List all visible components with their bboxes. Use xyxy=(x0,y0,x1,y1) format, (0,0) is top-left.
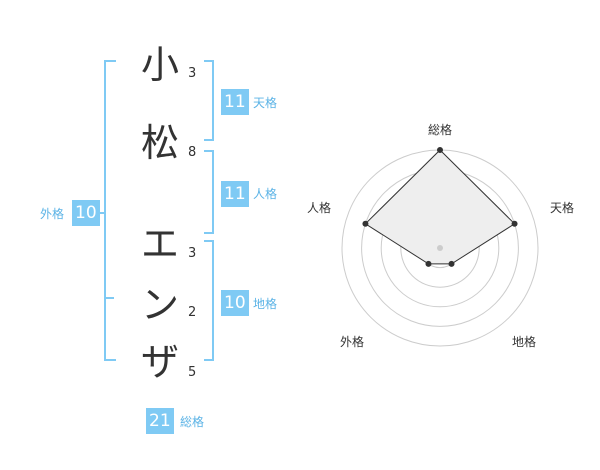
gaikaku-value: 10 xyxy=(72,200,100,226)
soukaku-value: 21 xyxy=(146,408,174,434)
radar-point xyxy=(437,147,443,153)
stroke-count-1: 3 xyxy=(188,66,197,81)
name-char-1: 小 xyxy=(140,43,179,87)
tenkaku-bracket xyxy=(204,60,214,141)
name-char-5: ザ xyxy=(140,340,179,384)
radar-chart: 総格 天格 地格 外格 人格 xyxy=(307,122,574,349)
gaikaku-label: 外格 xyxy=(40,207,65,221)
chikaku-value: 10 xyxy=(221,290,249,316)
stroke-count-5: 5 xyxy=(188,365,197,380)
radar-label-jinkaku: 人格 xyxy=(307,200,331,215)
chikaku-bracket xyxy=(204,240,214,361)
radar-polygon xyxy=(364,149,516,265)
name-char-2: 松 xyxy=(140,121,179,165)
chikaku-label: 地格 xyxy=(253,297,278,311)
gaikaku-bracket xyxy=(104,60,116,361)
radar-label-tenkaku: 天格 xyxy=(550,200,574,215)
radar-label-soukaku: 総格 xyxy=(428,122,452,137)
stroke-count-3: 3 xyxy=(188,246,197,261)
name-char-3: エ xyxy=(140,222,179,266)
gaikaku-connector xyxy=(98,212,106,214)
jinkaku-label: 人格 xyxy=(253,187,278,201)
stroke-count-2: 8 xyxy=(188,145,197,160)
soukaku-label: 総格 xyxy=(180,415,205,429)
radar-label-gaikaku: 外格 xyxy=(340,334,364,349)
radar-point xyxy=(362,220,369,227)
stroke-count-4: 2 xyxy=(188,305,197,320)
jinkaku-value: 11 xyxy=(221,181,249,207)
radar-center xyxy=(437,245,443,251)
radar-label-chikaku: 地格 xyxy=(512,334,536,349)
gaikaku-bracket-divider xyxy=(104,297,114,299)
radar-point xyxy=(448,260,455,267)
radar-point xyxy=(511,220,518,227)
tenkaku-label: 天格 xyxy=(253,96,278,110)
name-char-4: ン xyxy=(140,283,179,327)
jinkaku-bracket xyxy=(204,150,214,234)
tenkaku-value: 11 xyxy=(221,89,249,115)
radar-point xyxy=(425,260,432,267)
radar-points xyxy=(362,147,518,267)
